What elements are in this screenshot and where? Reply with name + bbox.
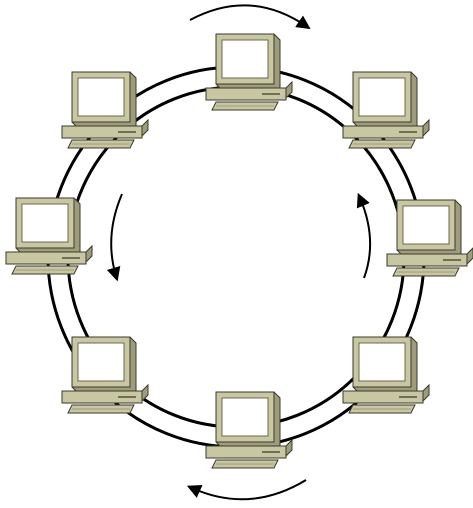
computer-node-bottom-left-icon xyxy=(61,336,149,414)
flow-arrow-bottom xyxy=(186,479,307,501)
flow-arrow-right xyxy=(356,192,372,279)
computer-node-top-left-icon xyxy=(61,71,149,149)
computer-node-top-icon xyxy=(205,33,293,111)
computer-node-right-icon xyxy=(386,199,473,277)
flow-arrow-top xyxy=(189,4,311,30)
computer-node-bottom-icon xyxy=(205,391,293,469)
computer-node-bottom-right-icon xyxy=(342,336,430,414)
flow-arrow-left xyxy=(106,193,123,282)
computer-node-left-icon xyxy=(5,197,93,275)
computer-node-top-right-icon xyxy=(342,71,430,149)
